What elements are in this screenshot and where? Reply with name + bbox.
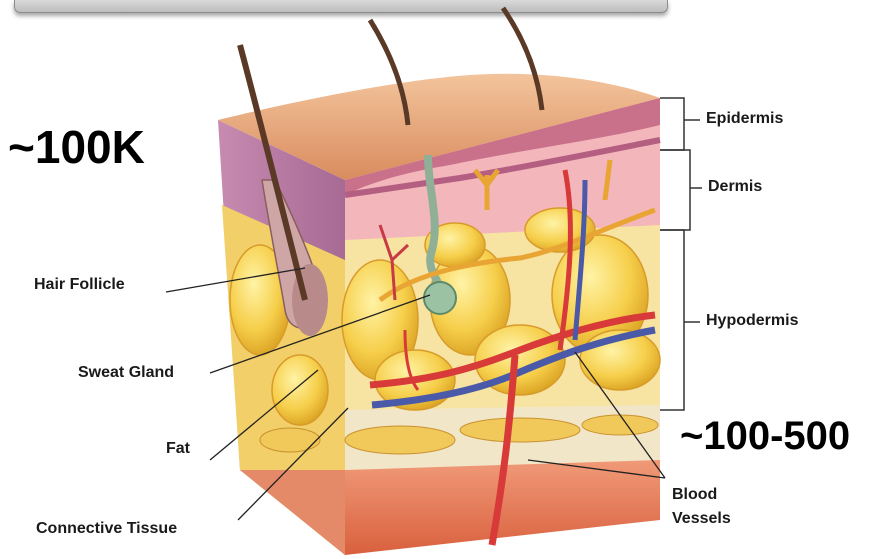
connective-tissue-label: Connective Tissue xyxy=(36,520,177,538)
blood-vessels-label-line1: Blood xyxy=(672,486,717,504)
epidermis-label: Epidermis xyxy=(706,110,783,128)
blood-vessels-label-line2: Vessels xyxy=(672,510,731,528)
left-count-label: ~100K xyxy=(8,120,145,174)
dermis-label: Dermis xyxy=(708,178,762,196)
sweat-gland-coil xyxy=(424,282,456,314)
sweat-gland-label: Sweat Gland xyxy=(78,364,174,382)
layer-brackets xyxy=(660,98,702,410)
fat-label: Fat xyxy=(166,440,190,458)
right-count-label: ~100-500 xyxy=(680,414,850,459)
hair-follicle-label: Hair Follicle xyxy=(34,276,125,294)
hypodermis-label: Hypodermis xyxy=(706,312,798,330)
